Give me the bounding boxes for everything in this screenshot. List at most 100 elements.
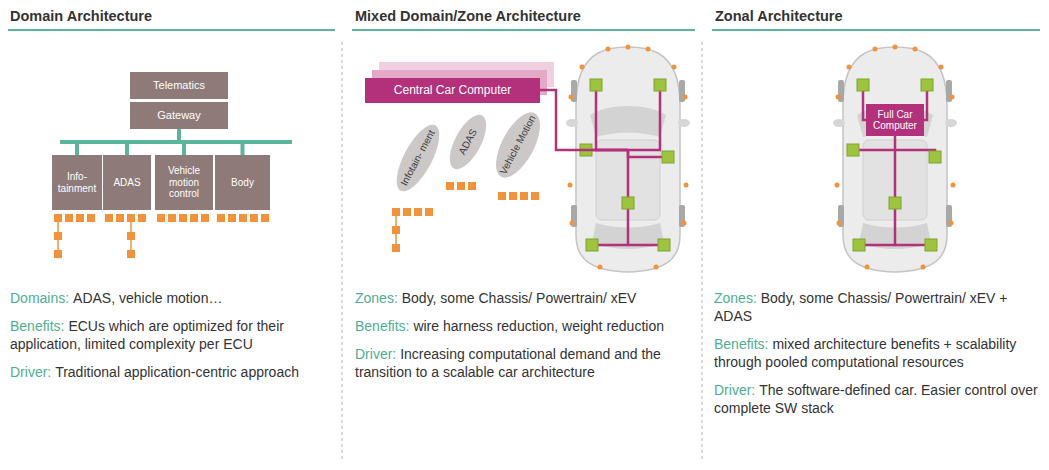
zone-wiring — [586, 85, 668, 245]
box-text: Full Car Computer — [869, 109, 921, 132]
paragraph: Benefits:mixed architecture benefits + s… — [714, 335, 1044, 371]
paragraph: Benefits:wire harness reduction, weight … — [355, 317, 690, 335]
section-heading: Mixed Domain/Zone Architecture — [355, 8, 581, 24]
ecu-square — [509, 192, 517, 200]
description-text: ADAS, vehicle motion… — [73, 290, 222, 306]
domain-ellipse: Infotain- ment — [388, 119, 447, 197]
ecu-square — [425, 208, 433, 216]
sensor-dots — [568, 45, 689, 270]
text-column: Zones:Body, some Chassis/ Powertrain/ xE… — [355, 289, 690, 391]
sensor-dots — [835, 45, 956, 270]
box-text: Info- tainment — [55, 171, 99, 194]
domain-ecu-box: Info- tainment — [52, 155, 102, 210]
column-divider — [342, 42, 343, 462]
domain-ecu-box: Vehicle motion control — [155, 155, 213, 210]
ecu-square — [105, 214, 113, 222]
ecu-square — [168, 214, 176, 222]
term-label: Zones: — [355, 290, 398, 306]
ecu-square — [54, 250, 62, 258]
ecu-square — [392, 208, 400, 216]
ecu-square — [520, 192, 528, 200]
zone-controllers — [847, 79, 941, 251]
section-heading: Domain Architecture — [10, 8, 152, 24]
section-heading-box: Domain Architecture — [10, 8, 152, 24]
ecu-square — [54, 232, 62, 240]
car-silhouette — [833, 47, 957, 272]
ecu-square — [217, 214, 225, 222]
box-text: Telematics — [153, 79, 205, 92]
ecu-square — [403, 208, 411, 216]
ecu-square — [468, 182, 476, 190]
ecu-square — [179, 214, 187, 222]
box-text: Gateway — [157, 109, 200, 122]
ecu-square — [127, 214, 135, 222]
description-text: Traditional application-centric approach — [55, 364, 299, 380]
ecu-square — [127, 250, 135, 258]
term-label: Benefits: — [10, 318, 64, 334]
paragraph: Driver:Increasing computational demand a… — [355, 345, 690, 381]
bus-connector — [179, 129, 243, 155]
domain-ecu-box: Body — [215, 155, 270, 210]
term-label: Benefits: — [714, 336, 768, 352]
box-text: Central Car Computer — [394, 84, 511, 98]
paragraph: Zones:Body, some Chassis/ Powertrain/ xE… — [355, 289, 690, 307]
domain-ellipse: Vehicle Motion — [487, 106, 549, 185]
ecu-square — [498, 192, 506, 200]
term-label: Driver: — [355, 346, 396, 362]
paragraph: Benefits:ECUs which are optimized for th… — [10, 317, 328, 353]
ecu-square — [138, 214, 146, 222]
description-text: Increasing computational demand and the … — [355, 346, 661, 380]
term-label: Domains: — [10, 290, 69, 306]
ecu-square — [414, 208, 422, 216]
box-text: ADAS — [113, 177, 140, 189]
car-silhouette — [566, 47, 690, 272]
heading-underline — [8, 29, 335, 31]
ecu-square — [157, 214, 165, 222]
ecu-square — [54, 214, 62, 222]
heading-underline — [352, 29, 695, 31]
paragraph: Domains:ADAS, vehicle motion… — [10, 289, 328, 307]
ecu-square — [228, 214, 236, 222]
full-computer-box: Full Car Computer — [866, 104, 924, 136]
box-text: ADAS — [457, 127, 480, 156]
ecu-square — [250, 214, 258, 222]
section-heading: Zonal Architecture — [715, 8, 843, 24]
ecu-square — [201, 214, 209, 222]
text-column: Domains:ADAS, vehicle motion… Benefits:EC… — [10, 289, 328, 391]
ecu-square — [127, 232, 135, 240]
gateway-box: Gateway — [130, 102, 228, 129]
description-text: Body, some Chassis/ Powertrain/ xEV + AD… — [714, 290, 1008, 324]
ecu-square — [65, 214, 73, 222]
term-label: Driver: — [714, 382, 755, 398]
section-heading-box: Zonal Architecture — [715, 8, 843, 24]
zone-wire — [628, 85, 660, 150]
term-label: Zones: — [714, 290, 757, 306]
ecu-square — [531, 192, 539, 200]
ecu-square — [457, 182, 465, 190]
heading-underline — [712, 29, 1040, 31]
computer-to-zone-wire — [540, 90, 628, 150]
paragraph: Zones:Body, some Chassis/ Powertrain/ xE… — [714, 289, 1044, 325]
ecu-square — [116, 214, 124, 222]
bus-connector — [127, 129, 179, 155]
ecu-square — [392, 226, 400, 234]
ecu-box: Telematics — [130, 72, 228, 99]
term-label: Driver: — [10, 364, 51, 380]
ecu-square — [190, 214, 198, 222]
text-column: Zones:Body, some Chassis/ Powertrain/ xE… — [714, 289, 1044, 427]
paragraph: Driver:Traditional application-centric a… — [10, 363, 328, 381]
ecu-square — [87, 214, 95, 222]
car-mixed — [566, 45, 690, 273]
term-label: Benefits: — [355, 318, 409, 334]
ecu-square — [239, 214, 247, 222]
ecu-square — [446, 182, 454, 190]
bus-connector — [77, 129, 179, 155]
central-computer-box: Central Car Computer — [365, 78, 540, 103]
section-heading-box: Mixed Domain/Zone Architecture — [355, 8, 581, 24]
box-text: Infotain- ment — [399, 128, 438, 187]
domain-ellipse: ADAS — [442, 109, 493, 174]
zone-wire — [596, 85, 628, 150]
description-text: Body, some Chassis/ Powertrain/ xEV — [402, 290, 637, 306]
